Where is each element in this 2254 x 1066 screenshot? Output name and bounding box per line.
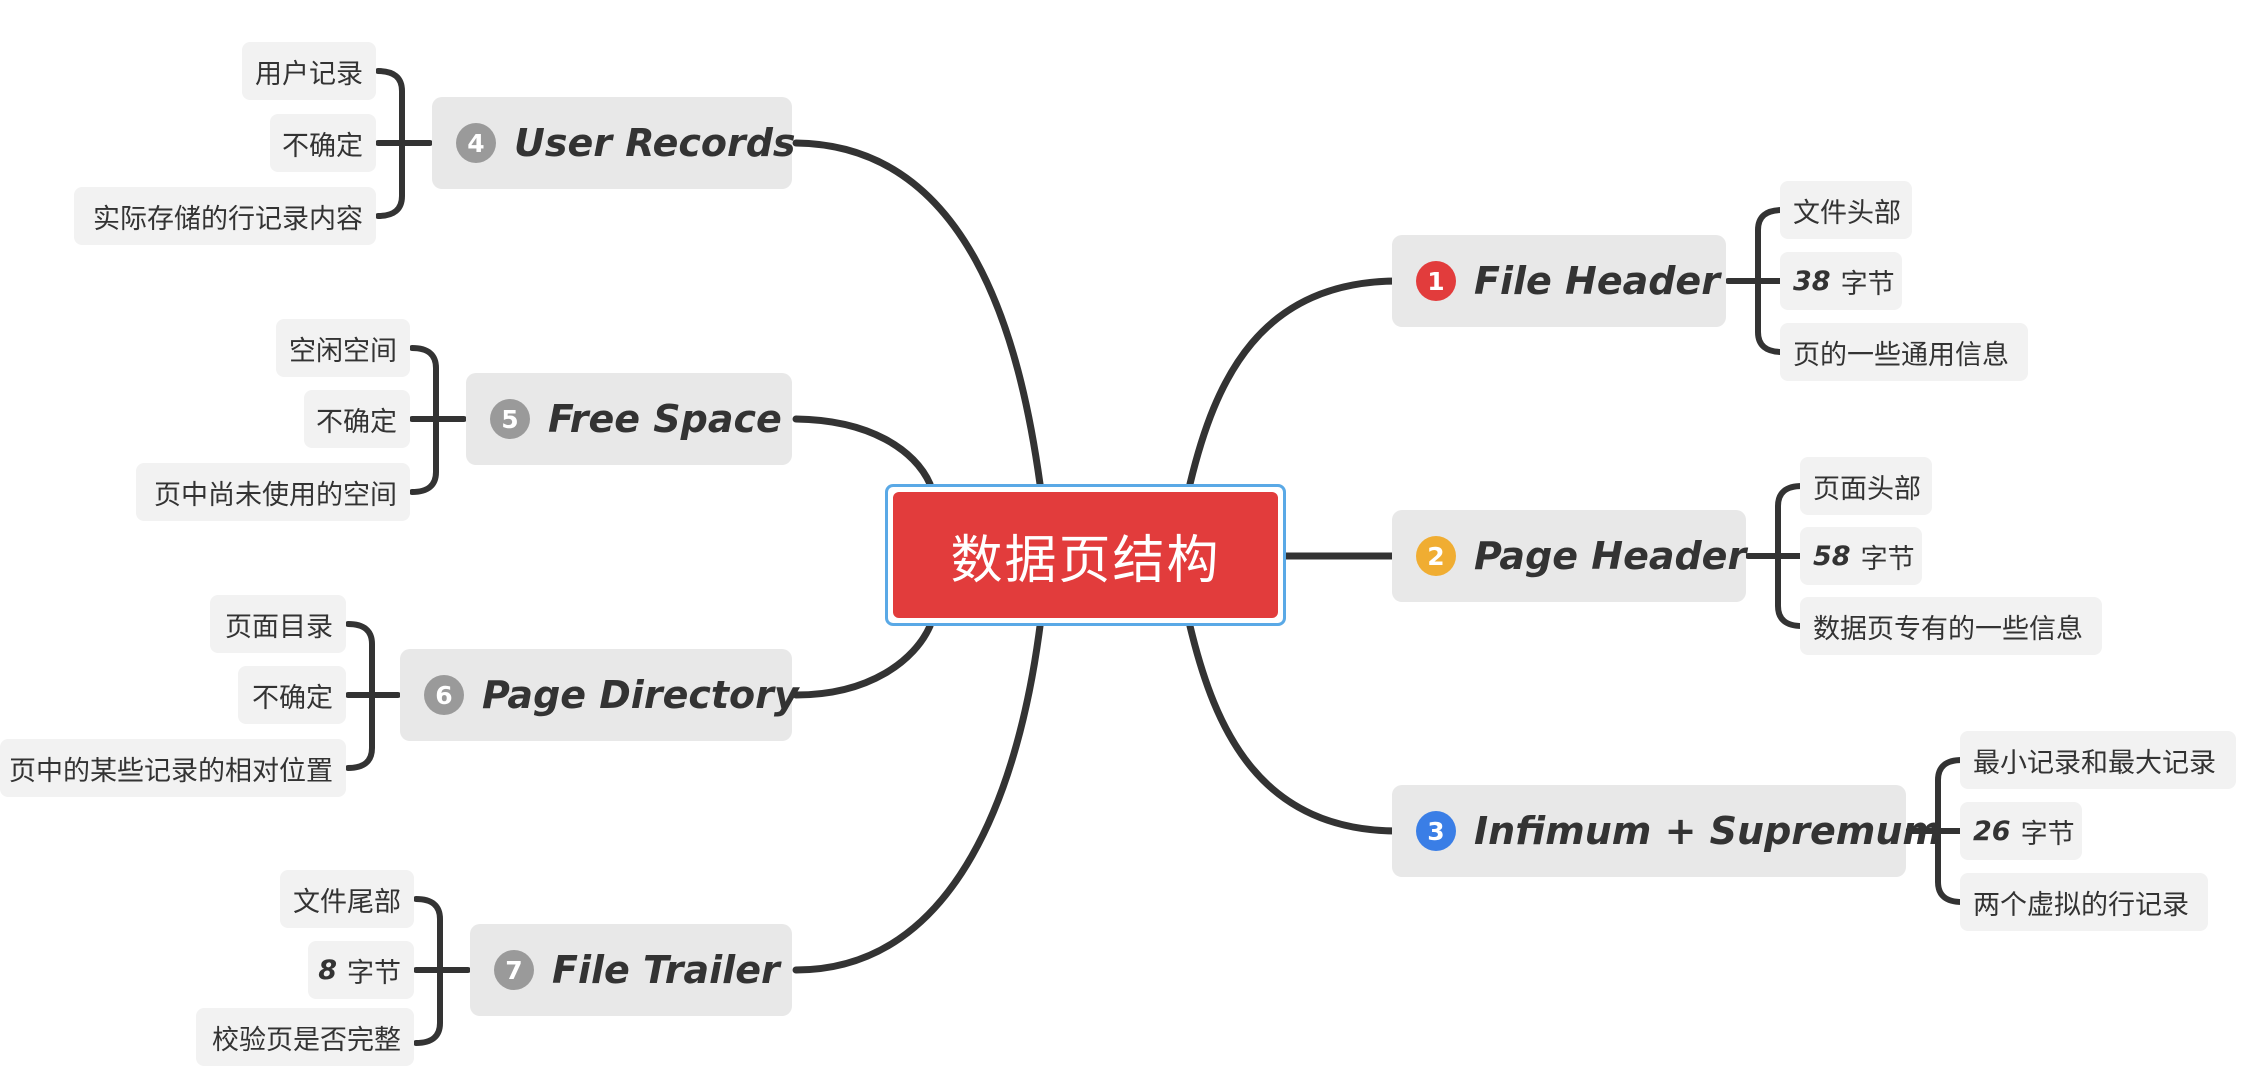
number-badge-icon: 5 bbox=[490, 399, 530, 439]
leaf-page-directory-purpose[interactable]: 页中的某些记录的相对位置 bbox=[0, 739, 346, 797]
bracket-page-header bbox=[1745, 483, 1805, 629]
number-badge-icon: 7 bbox=[494, 950, 534, 990]
branch-page-header[interactable]: 2 Page Header bbox=[1392, 510, 1746, 602]
branch-infimum-supremum[interactable]: 3 Infimum + Supremum bbox=[1392, 785, 1942, 877]
number-badge-icon: 1 bbox=[1416, 261, 1456, 301]
bracket-infimum-supremum bbox=[1905, 757, 1965, 905]
leaf-infimum-supremum-purpose[interactable]: 两个虚拟的行记录 bbox=[1960, 873, 2208, 931]
bracket-file-header bbox=[1725, 207, 1785, 355]
branch-free-space[interactable]: 5 Free Space bbox=[466, 373, 792, 465]
leaf-page-directory-size[interactable]: 不确定 bbox=[238, 666, 346, 724]
leaf-user-records-desc[interactable]: 用户记录 bbox=[242, 42, 376, 100]
branch-label: Page Header bbox=[1474, 534, 1747, 578]
leaf-file-header-size[interactable]: 38 字节 bbox=[1780, 252, 1902, 310]
connector-file-header bbox=[1186, 277, 1404, 488]
number-badge-icon: 2 bbox=[1416, 536, 1456, 576]
leaf-infimum-supremum-desc[interactable]: 最小记录和最大记录 bbox=[1960, 731, 2236, 789]
leaf-text: 字节 bbox=[1860, 543, 1915, 575]
leaf-user-records-size[interactable]: 不确定 bbox=[270, 114, 376, 172]
leaf-text: 字节 bbox=[1840, 268, 1895, 300]
number-badge-icon: 4 bbox=[456, 123, 496, 163]
branch-page-directory[interactable]: 6 Page Directory bbox=[400, 649, 799, 741]
connector-page-directory bbox=[792, 622, 934, 699]
leaf-text: 用户记录 bbox=[255, 58, 363, 90]
leaf-user-records-purpose[interactable]: 实际存储的行记录内容 bbox=[74, 187, 376, 245]
connector-file-trailer bbox=[792, 622, 1044, 974]
leaf-text: 数据页专有的一些信息 bbox=[1813, 613, 2083, 645]
number-badge-icon: 3 bbox=[1416, 811, 1456, 851]
leaf-text: 页中尚未使用的空间 bbox=[154, 479, 397, 511]
leaf-text: 不确定 bbox=[252, 682, 333, 714]
branch-user-records[interactable]: 4 User Records bbox=[432, 97, 796, 189]
leaf-size-value: 38 bbox=[1793, 265, 1831, 297]
leaf-text: 文件尾部 bbox=[293, 886, 401, 918]
leaf-page-header-purpose[interactable]: 数据页专有的一些信息 bbox=[1800, 597, 2102, 655]
leaf-infimum-supremum-size[interactable]: 26 字节 bbox=[1960, 802, 2082, 860]
leaf-text: 不确定 bbox=[316, 406, 397, 438]
bracket-free-space bbox=[409, 345, 467, 495]
branch-label: File Header bbox=[1474, 259, 1720, 303]
leaf-text: 空闲空间 bbox=[289, 335, 397, 367]
leaf-text: 文件头部 bbox=[1793, 197, 1901, 229]
leaf-free-space-purpose[interactable]: 页中尚未使用的空间 bbox=[136, 463, 410, 521]
leaf-size-value: 26 bbox=[1973, 815, 2011, 847]
leaf-free-space-desc[interactable]: 空闲空间 bbox=[276, 319, 410, 377]
bracket-user-records bbox=[375, 68, 433, 219]
leaf-page-directory-desc[interactable]: 页面目录 bbox=[210, 595, 346, 653]
leaf-text: 页中的某些记录的相对位置 bbox=[9, 755, 333, 787]
leaf-text: 实际存储的行记录内容 bbox=[93, 203, 363, 235]
number-badge-icon: 6 bbox=[424, 675, 464, 715]
bracket-page-directory bbox=[345, 621, 401, 771]
leaf-page-header-size[interactable]: 58 字节 bbox=[1800, 527, 1922, 585]
leaf-text: 字节 bbox=[347, 957, 401, 989]
branch-file-header[interactable]: 1 File Header bbox=[1392, 235, 1726, 327]
connector-infimum-supremum bbox=[1186, 622, 1404, 835]
leaf-text: 页面头部 bbox=[1813, 473, 1921, 505]
leaf-file-header-purpose[interactable]: 页的一些通用信息 bbox=[1780, 323, 2028, 381]
branch-label: Free Space bbox=[548, 397, 782, 441]
branch-label: Infimum + Supremum bbox=[1474, 809, 1943, 853]
leaf-file-trailer-desc[interactable]: 文件尾部 bbox=[280, 870, 414, 928]
leaf-free-space-size[interactable]: 不确定 bbox=[304, 390, 410, 448]
leaf-file-trailer-size[interactable]: 8 字节 bbox=[308, 941, 414, 999]
central-topic[interactable]: 数据页结构 bbox=[885, 484, 1286, 626]
central-topic-title: 数据页结构 bbox=[893, 492, 1278, 618]
connector-free-space bbox=[792, 415, 934, 488]
leaf-text: 两个虚拟的行记录 bbox=[1973, 889, 2189, 921]
bracket-file-trailer bbox=[413, 896, 471, 1046]
leaf-size-value: 8 bbox=[318, 954, 337, 986]
leaf-page-header-desc[interactable]: 页面头部 bbox=[1800, 457, 1932, 515]
branch-label: User Records bbox=[514, 121, 796, 165]
leaf-text: 不确定 bbox=[282, 130, 363, 162]
leaf-text: 校验页是否完整 bbox=[212, 1024, 401, 1056]
connector-user-records bbox=[792, 139, 1044, 488]
leaf-size-value: 58 bbox=[1813, 540, 1851, 572]
leaf-file-trailer-purpose[interactable]: 校验页是否完整 bbox=[196, 1008, 414, 1066]
branch-file-trailer[interactable]: 7 File Trailer bbox=[470, 924, 792, 1016]
leaf-text: 页的一些通用信息 bbox=[1793, 339, 2009, 371]
leaf-text: 字节 bbox=[2020, 818, 2075, 850]
branch-label: Page Directory bbox=[482, 673, 799, 717]
leaf-text: 最小记录和最大记录 bbox=[1973, 747, 2216, 779]
branch-label: File Trailer bbox=[552, 948, 780, 992]
leaf-file-header-desc[interactable]: 文件头部 bbox=[1780, 181, 1912, 239]
leaf-text: 页面目录 bbox=[225, 611, 333, 643]
